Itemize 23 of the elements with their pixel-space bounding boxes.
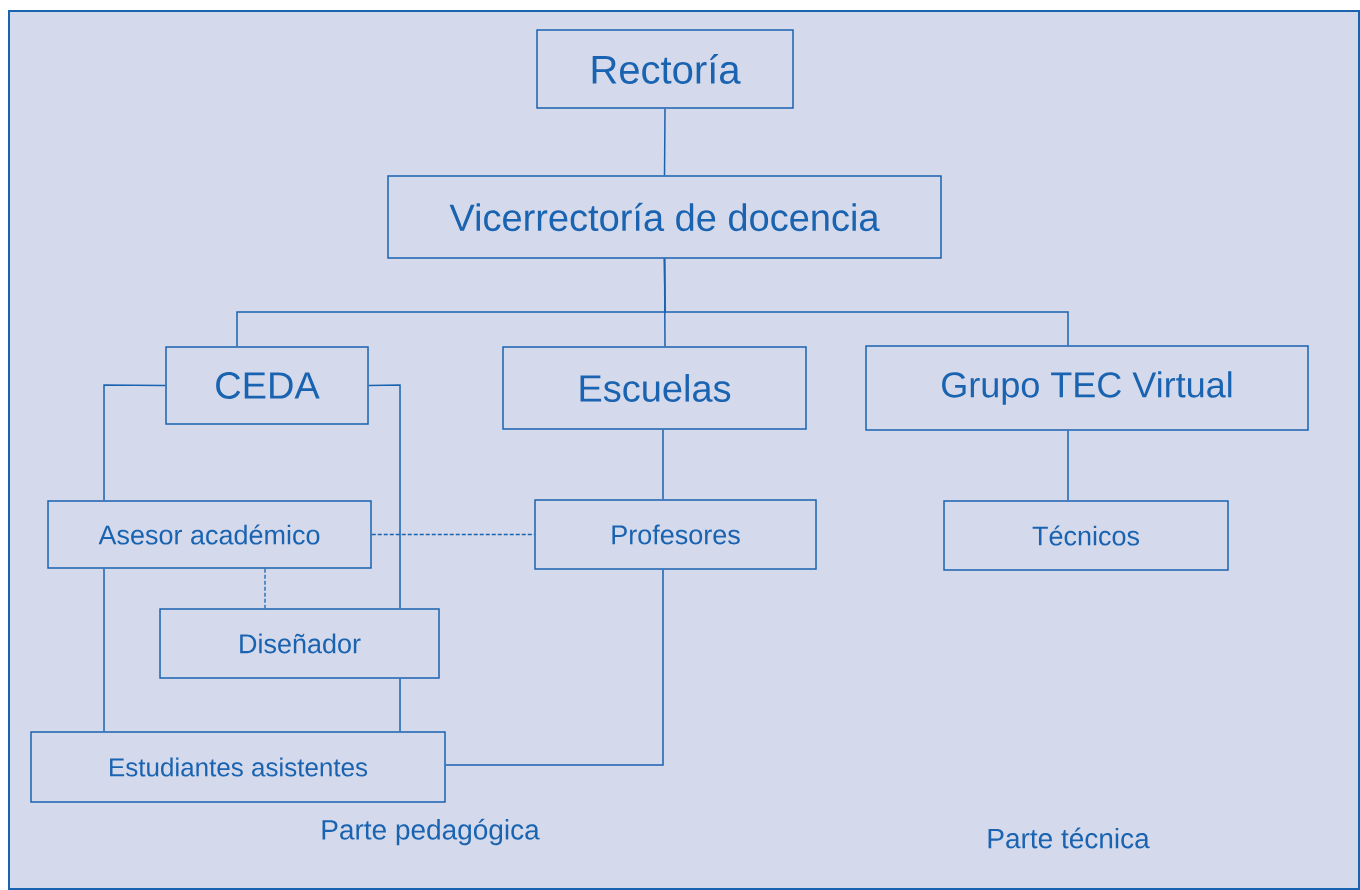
section-label: Parte pedagógica <box>322 818 540 846</box>
connector-line <box>368 384 401 609</box>
connector-line <box>103 568 105 732</box>
connector-line <box>264 568 266 609</box>
org-box: Grupo TEC Virtual <box>865 345 1309 431</box>
connector-line <box>445 569 664 766</box>
org-box: Vicerrectoría de docencia <box>387 175 942 259</box>
org-box: Profesores <box>534 499 817 570</box>
org-box: Diseñador <box>159 608 440 679</box>
connector-line <box>103 384 166 501</box>
connector-line <box>662 429 664 500</box>
org-box: Asesor académico <box>47 500 372 569</box>
org-box: Estudiantes asistentes <box>30 731 446 803</box>
connector-line <box>371 533 535 536</box>
connector-line <box>663 258 1069 346</box>
org-box: CEDA <box>165 346 369 425</box>
org-box: Rectoría <box>536 29 794 109</box>
connector-line <box>663 108 666 176</box>
org-box: Técnicos <box>943 500 1229 571</box>
connector-line <box>1067 430 1069 501</box>
section-label: Parte técnica <box>988 827 1150 849</box>
connector-line <box>399 678 401 732</box>
org-box: Escuelas <box>502 346 807 430</box>
